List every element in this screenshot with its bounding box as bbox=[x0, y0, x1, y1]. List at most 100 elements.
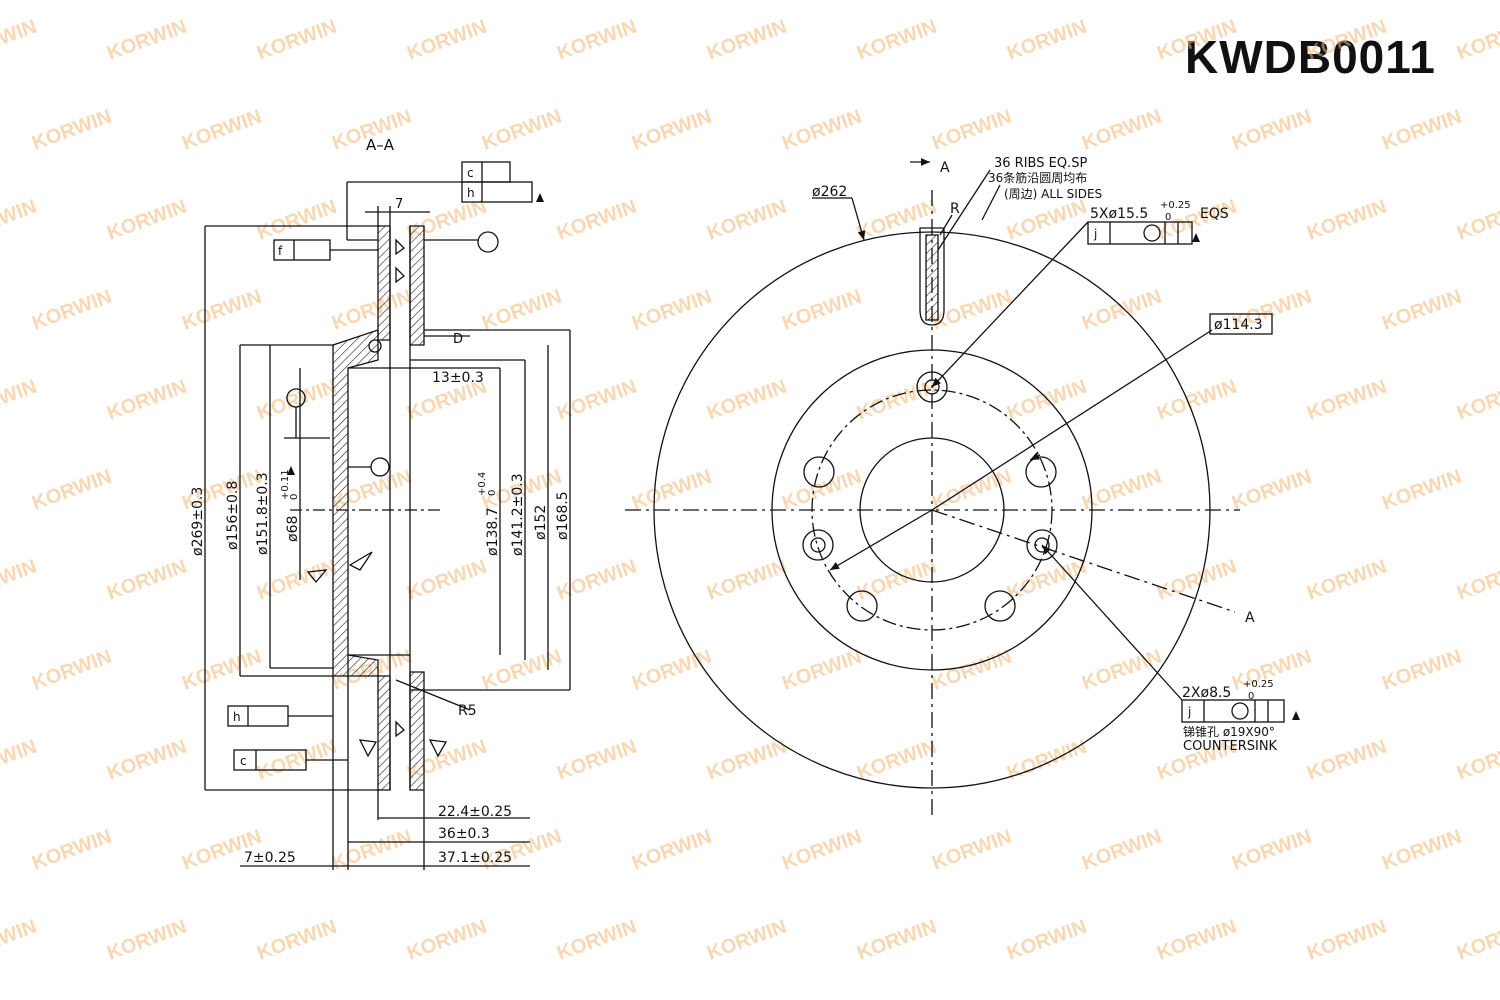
watermark-logo: KORWIN bbox=[1004, 916, 1089, 965]
watermark-logo: KORWIN bbox=[629, 106, 714, 155]
part-number-title: KWDB0011 bbox=[1185, 31, 1436, 83]
dim-138-tol-lower: 0 bbox=[487, 490, 498, 496]
watermark-logo: KORWIN bbox=[929, 286, 1014, 335]
watermark-logo: KORWIN bbox=[1154, 16, 1239, 65]
holes5-suffix: EQS bbox=[1200, 206, 1229, 222]
holes5-tol-upper: +0.25 bbox=[1160, 200, 1191, 211]
watermark-logo: KORWIN bbox=[554, 556, 639, 605]
watermark-logo: KORWIN bbox=[1079, 646, 1164, 695]
countersink-cn: 锑锥孔 ø19X90° bbox=[1183, 725, 1275, 739]
watermark-logo: KORWIN bbox=[479, 286, 564, 335]
frame-h-bottom: h bbox=[233, 710, 241, 724]
watermark-logo: KORWIN bbox=[404, 916, 489, 965]
watermark-logo: KORWIN bbox=[0, 916, 40, 965]
frame-f: f bbox=[278, 244, 283, 258]
holes2: 2Xø8.5 bbox=[1182, 685, 1231, 701]
section-mark-bottom: A bbox=[1245, 610, 1255, 626]
watermark-logo: KORWIN bbox=[104, 16, 189, 65]
watermark-logo: KORWIN bbox=[179, 286, 264, 335]
watermark-logo: KORWIN bbox=[0, 196, 40, 245]
watermark-logo: KORWIN bbox=[854, 916, 939, 965]
watermark-logo: KORWIN bbox=[1304, 16, 1389, 65]
watermark-logo: KORWIN bbox=[854, 16, 939, 65]
dim-68-tol-lower: 0 bbox=[289, 494, 300, 500]
watermark-logo: KORWIN bbox=[854, 556, 939, 605]
watermark-logo: KORWIN bbox=[1379, 826, 1464, 875]
dim-141-2: ø141.2±0.3 bbox=[510, 473, 526, 556]
watermark-logo: KORWIN bbox=[704, 736, 789, 785]
watermark-logo: KORWIN bbox=[704, 196, 789, 245]
watermark-logo: KORWIN bbox=[779, 466, 864, 515]
dim-138-7: ø138.7 bbox=[485, 507, 501, 556]
watermark-logo: KORWIN bbox=[254, 16, 339, 65]
dim-7: 7±0.25 bbox=[244, 850, 296, 866]
holes2-tol-upper: +0.25 bbox=[1243, 679, 1274, 690]
watermark-logo: KORWIN bbox=[479, 646, 564, 695]
dim-37-1: 37.1±0.25 bbox=[438, 850, 512, 866]
watermark-logo: KORWIN bbox=[1229, 466, 1314, 515]
watermark-logo: KORWIN bbox=[404, 16, 489, 65]
watermark-logo: KORWIN bbox=[1079, 106, 1164, 155]
watermark-logo: KORWIN bbox=[404, 556, 489, 605]
watermark-logo: KORWIN bbox=[1454, 556, 1500, 605]
section-mark-top: A bbox=[940, 160, 950, 176]
watermark-logo: KORWIN bbox=[254, 556, 339, 605]
ribs-line3: (周边) ALL SIDES bbox=[1004, 187, 1102, 201]
watermark-logo: KORWIN bbox=[0, 556, 40, 605]
section-view-labels: 7 c h f h c D 13±0.3 R5 22.4±0.25 36±0.3… bbox=[190, 166, 571, 866]
dim-269: ø269±0.3 bbox=[190, 487, 206, 556]
datum-d: D bbox=[453, 332, 463, 347]
watermark-logo: KORWIN bbox=[0, 16, 40, 65]
watermark-logo: KORWIN bbox=[929, 826, 1014, 875]
ribs-line1: 36 RIBS EQ.SP bbox=[994, 156, 1087, 171]
watermark-logo: KORWIN bbox=[104, 916, 189, 965]
watermark-logo: KORWIN bbox=[1379, 286, 1464, 335]
dim-68-tol-upper: +0.11 bbox=[280, 469, 291, 500]
watermark-logo: KORWIN bbox=[29, 466, 114, 515]
front-view bbox=[625, 158, 1285, 815]
watermark-logo: KORWIN bbox=[1304, 916, 1389, 965]
holes2-tol-lower: 0 bbox=[1248, 691, 1254, 702]
dim-22-4: 22.4±0.25 bbox=[438, 804, 512, 820]
watermark-logo: KORWIN bbox=[104, 196, 189, 245]
ribs-line2: 36条筋沿圆周均布 bbox=[988, 170, 1087, 185]
watermark-logo: KORWIN bbox=[554, 196, 639, 245]
dim-114-3: ø114.3 bbox=[1214, 317, 1263, 333]
countersink-en: COUNTERSINK bbox=[1183, 739, 1278, 754]
frame-c-bottom: c bbox=[240, 754, 247, 768]
watermark-logo: KORWIN bbox=[0, 736, 40, 785]
watermark-logo: KORWIN bbox=[629, 646, 714, 695]
watermark-logo: KORWIN bbox=[1304, 556, 1389, 605]
watermark-logo: KORWIN bbox=[704, 16, 789, 65]
dim-138-tol-upper: +0.4 bbox=[477, 472, 488, 496]
watermark-logo: KORWIN bbox=[254, 376, 339, 425]
watermark-logo: KORWIN bbox=[1004, 556, 1089, 605]
watermark-logo: KORWIN bbox=[329, 826, 414, 875]
watermark-logo: KORWIN bbox=[29, 646, 114, 695]
watermark-logo: KORWIN bbox=[704, 916, 789, 965]
watermark-logo: KORWIN bbox=[779, 106, 864, 155]
dim-168-5: ø168.5 bbox=[555, 491, 571, 540]
watermark-logo: KORWIN bbox=[779, 646, 864, 695]
watermark-logo: KORWIN bbox=[1079, 826, 1164, 875]
dim-r5: R5 bbox=[458, 703, 477, 719]
watermark-logo: KORWIN bbox=[179, 106, 264, 155]
watermark-logo: KORWIN bbox=[1004, 736, 1089, 785]
watermark-logo: KORWIN bbox=[1154, 556, 1239, 605]
dim-36: 36±0.3 bbox=[438, 826, 490, 842]
watermark-logo: KORWIN bbox=[854, 736, 939, 785]
watermark-logo: KORWIN bbox=[1154, 376, 1239, 425]
watermark-logo: KORWIN bbox=[1454, 916, 1500, 965]
dim-152: ø152 bbox=[533, 505, 549, 540]
frame-j-bottom: j bbox=[1187, 705, 1191, 719]
watermark-logo: KORWIN bbox=[629, 466, 714, 515]
dim-68: ø68 bbox=[285, 516, 301, 542]
watermark-logo: KORWIN bbox=[1229, 106, 1314, 155]
watermark-logo: KORWIN bbox=[629, 826, 714, 875]
frame-j-top: j bbox=[1093, 227, 1097, 241]
watermark-logo: KORWIN bbox=[1454, 376, 1500, 425]
watermark-logo: KORWIN bbox=[629, 286, 714, 335]
watermark-logo: KORWIN bbox=[1079, 286, 1164, 335]
watermark-logo: KORWIN bbox=[554, 376, 639, 425]
